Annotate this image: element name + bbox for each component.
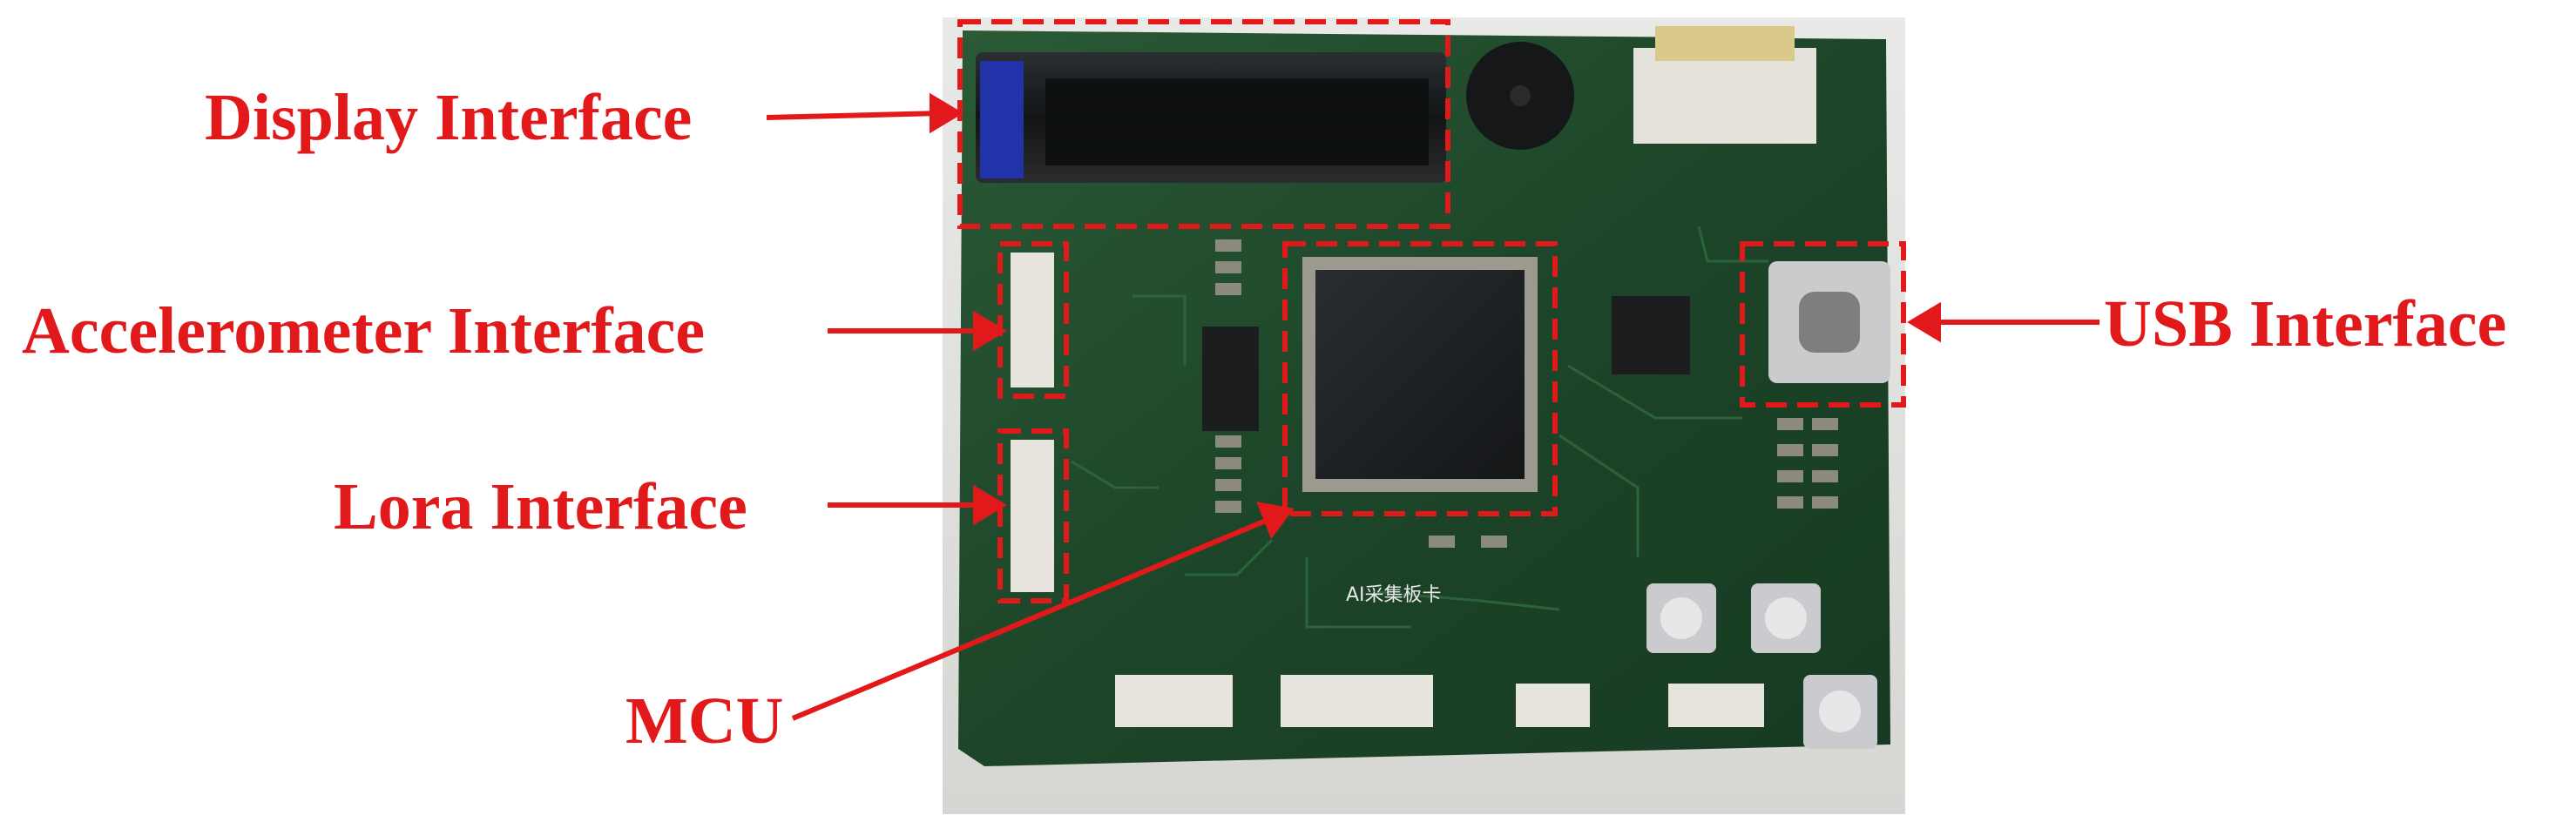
small-ic bbox=[1612, 296, 1690, 374]
top-connector bbox=[1633, 48, 1816, 144]
highlight-frames bbox=[957, 19, 1906, 603]
bottom-connector-1 bbox=[1115, 675, 1233, 727]
accel-frame bbox=[997, 241, 1069, 399]
usb-frame bbox=[1740, 241, 1906, 408]
bottom-connector-2 bbox=[1281, 675, 1433, 727]
smd-components bbox=[1215, 239, 1838, 548]
accelerometer-interface-label: Accelerometer Interface bbox=[22, 294, 706, 367]
lora-connector bbox=[1011, 440, 1054, 592]
usb-interface-label: USB Interface bbox=[2104, 287, 2507, 360]
side-ic bbox=[1202, 327, 1259, 431]
display-interface-label: Display Interface bbox=[205, 81, 693, 154]
bottom-connector-3 bbox=[1516, 684, 1590, 727]
lora-frame bbox=[997, 428, 1069, 603]
board-silkscreen: AI采集板卡 bbox=[1346, 584, 1442, 606]
callout-arrows bbox=[766, 92, 2099, 721]
accel-connector bbox=[1011, 253, 1054, 387]
pcb-traces bbox=[1071, 226, 1768, 629]
oled-blue-flex bbox=[980, 61, 1024, 179]
lora-interface-label: Lora Interface bbox=[334, 470, 747, 543]
mcu-label: MCU bbox=[625, 684, 784, 758]
bottom-connector-4 bbox=[1668, 684, 1764, 727]
mcu-frame bbox=[1282, 241, 1558, 516]
